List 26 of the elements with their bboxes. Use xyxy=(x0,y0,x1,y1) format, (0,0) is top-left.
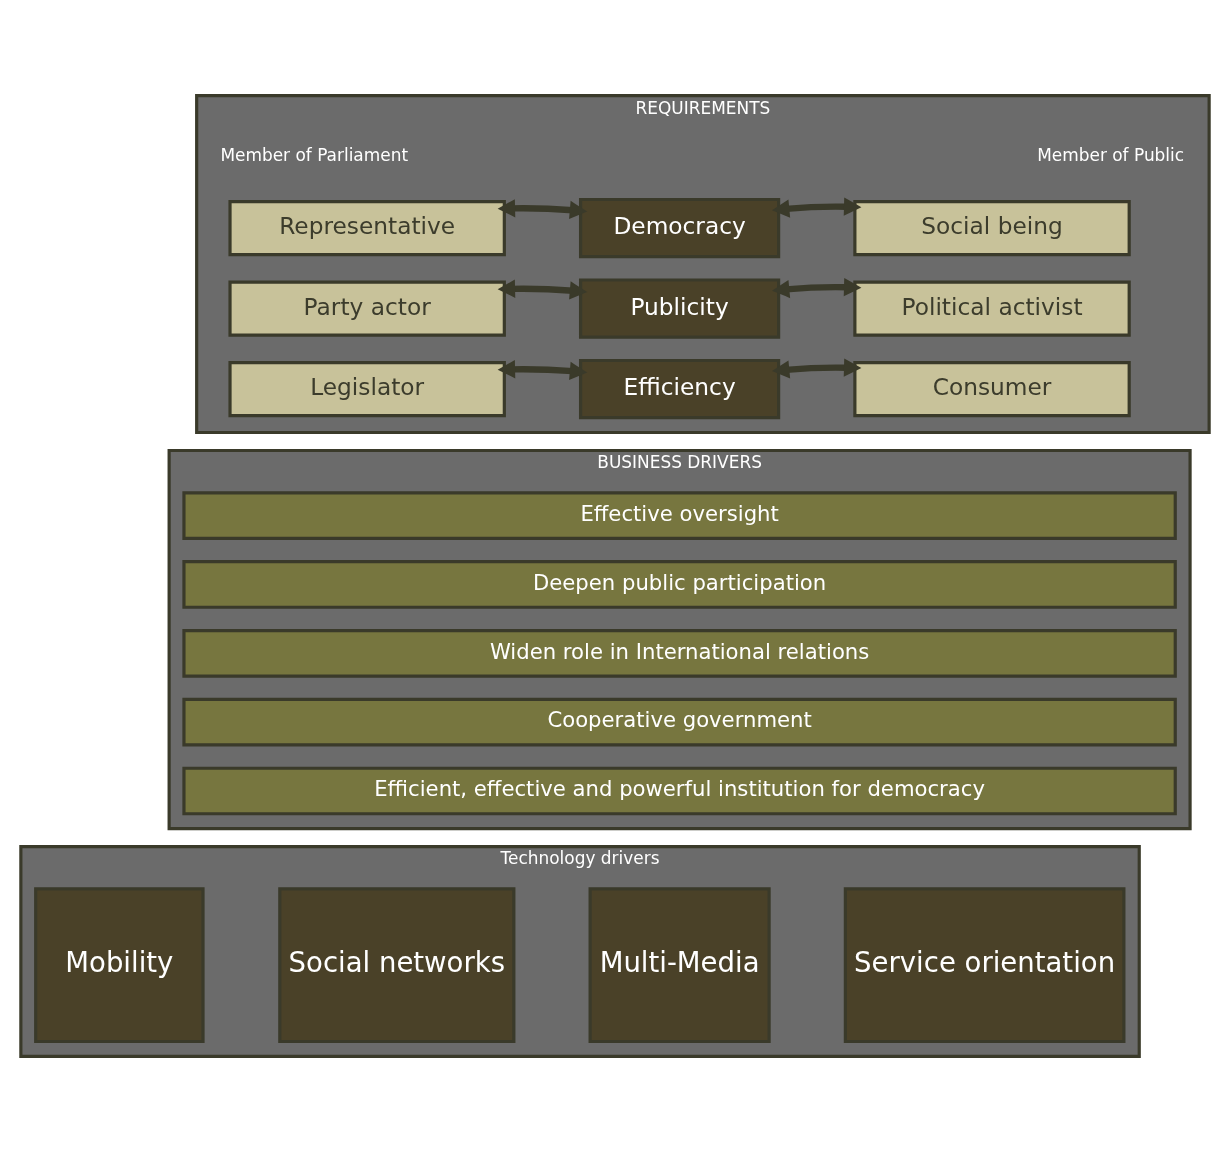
node-box: Social being xyxy=(853,200,1131,257)
node-box: Social networks xyxy=(278,887,516,1044)
node-box: Efficient, effective and powerful institution for democracy xyxy=(182,766,1177,816)
node-box: Efficiency xyxy=(579,358,781,420)
arrow xyxy=(497,199,588,220)
node-box: Party actor xyxy=(228,280,506,337)
node-box: Mobility xyxy=(34,887,205,1044)
node-box: Deepen public participation xyxy=(182,560,1177,609)
node-box: Effective oversight xyxy=(182,491,1177,540)
node-box: Cooperative government xyxy=(182,697,1177,747)
arrow xyxy=(497,360,588,381)
arrow xyxy=(771,358,862,379)
node-box: Representative xyxy=(228,200,506,257)
node-box: Publicity xyxy=(579,278,781,339)
node-box: Consumer xyxy=(853,361,1131,418)
arrow xyxy=(771,278,862,299)
label: Member of Public xyxy=(1037,145,1185,166)
node-box: Legislator xyxy=(228,361,506,418)
label: Member of Parliament xyxy=(220,145,409,166)
node-box: Multi-Media xyxy=(588,887,771,1044)
arrow xyxy=(771,197,862,218)
node-box: Service orientation xyxy=(843,887,1126,1044)
node-box: Political activist xyxy=(853,280,1131,337)
node-box: Widen role in International relations xyxy=(182,628,1177,678)
node-box: Democracy xyxy=(579,197,781,259)
arrow xyxy=(497,279,588,300)
